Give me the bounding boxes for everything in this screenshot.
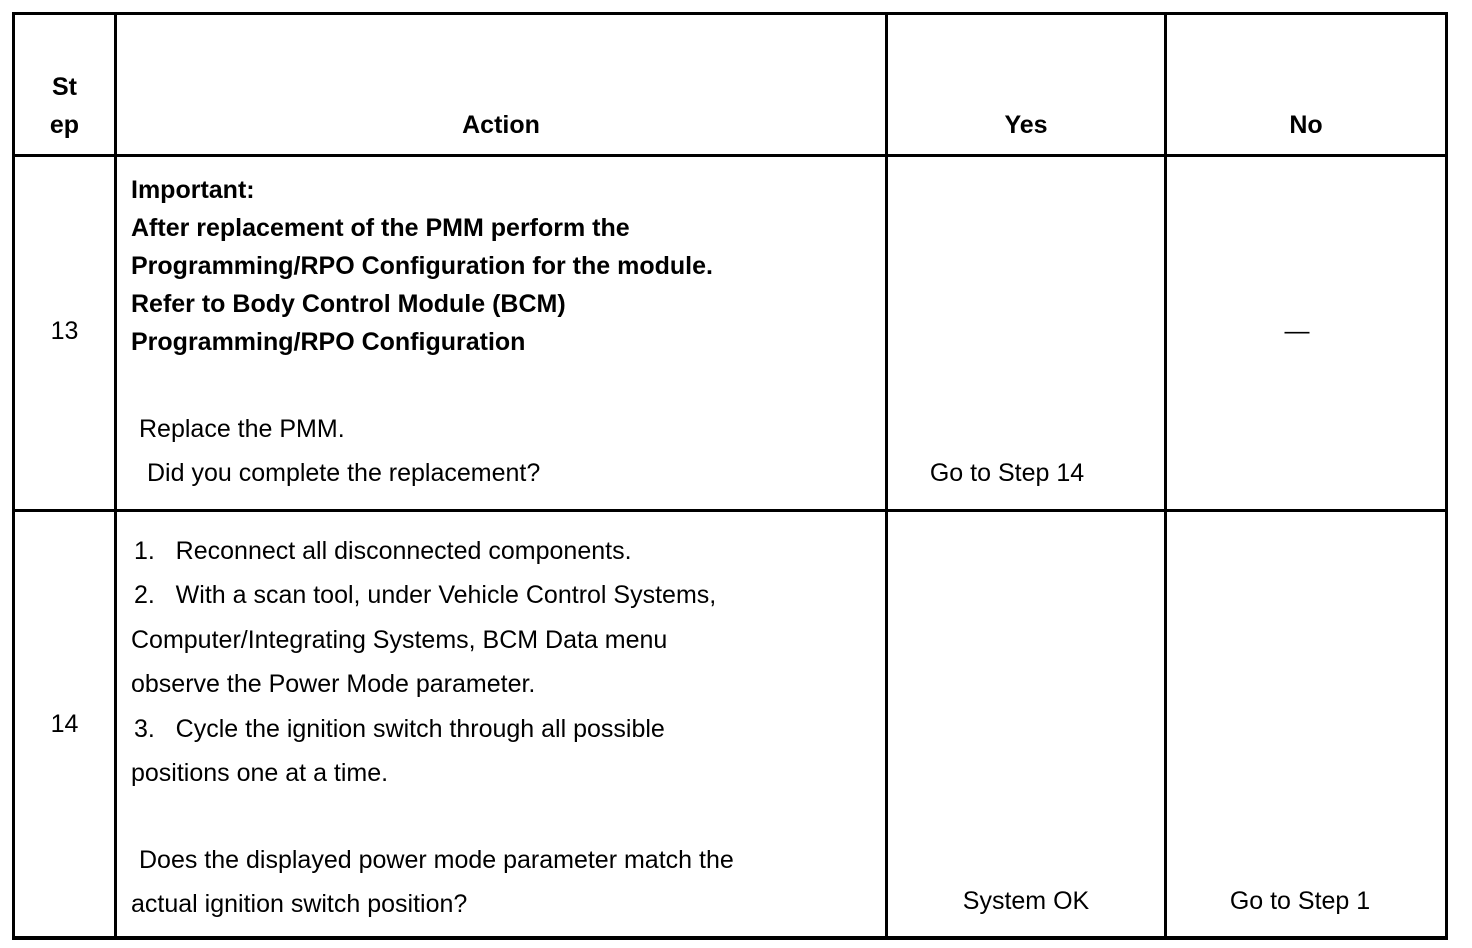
important-heading: Important: bbox=[131, 176, 255, 204]
header-no: No bbox=[1289, 111, 1323, 139]
list-item: 3. Cycle the ignition switch through all… bbox=[134, 714, 665, 743]
question-line: Does the displayed power mode parameter … bbox=[139, 846, 734, 874]
list-item: 2. With a scan tool, under Vehicle Contr… bbox=[134, 581, 717, 610]
important-line: Programming/RPO Configuration for the mo… bbox=[131, 252, 713, 280]
action-instruction: Replace the PMM. bbox=[139, 415, 345, 443]
step-number-13: 13 bbox=[50, 317, 79, 345]
list-item-continuation: positions one at a time. bbox=[131, 759, 389, 788]
diagnostic-table: St ep Action Yes No 13 Important: After … bbox=[12, 12, 1448, 940]
header-action: Action bbox=[462, 111, 540, 139]
list-item: 1. Reconnect all disconnected components… bbox=[134, 537, 632, 565]
important-note: Important: After replacement of the PMM … bbox=[131, 171, 881, 361]
action-steps-list: 1. Reconnect all disconnected components… bbox=[131, 529, 881, 795]
row-divider bbox=[12, 509, 1448, 512]
column-divider-action bbox=[885, 12, 888, 940]
table-border-bottom bbox=[12, 936, 1448, 940]
header-divider bbox=[12, 154, 1448, 157]
important-line: Programming/RPO Configuration bbox=[131, 328, 526, 356]
important-line: After replacement of the PMM perform the bbox=[131, 214, 630, 242]
table-border-top bbox=[12, 12, 1448, 15]
list-item-continuation: Computer/Integrating Systems, BCM Data m… bbox=[131, 625, 668, 654]
no-result-13: — bbox=[1284, 317, 1310, 345]
table-border-left bbox=[12, 12, 15, 940]
column-divider-step bbox=[114, 12, 117, 940]
action-question: Did you complete the replacement? bbox=[147, 459, 541, 487]
important-line: Refer to Body Control Module (BCM) bbox=[131, 290, 566, 318]
table-border-right bbox=[1445, 12, 1448, 940]
column-divider-yes bbox=[1164, 12, 1167, 940]
question-line: actual ignition switch position? bbox=[131, 890, 468, 918]
step-number-14: 14 bbox=[50, 710, 79, 738]
header-step: St ep bbox=[15, 68, 114, 144]
no-result-14: Go to Step 1 bbox=[1229, 887, 1371, 915]
header-step-line1: St bbox=[52, 73, 77, 101]
list-item-continuation: observe the Power Mode parameter. bbox=[131, 670, 536, 699]
header-yes: Yes bbox=[1004, 111, 1048, 139]
action-question: Does the displayed power mode parameter … bbox=[131, 838, 881, 926]
yes-result-14: System OK bbox=[962, 887, 1090, 915]
yes-result-13: Go to Step 14 bbox=[929, 459, 1085, 487]
header-step-line2: ep bbox=[49, 111, 80, 139]
